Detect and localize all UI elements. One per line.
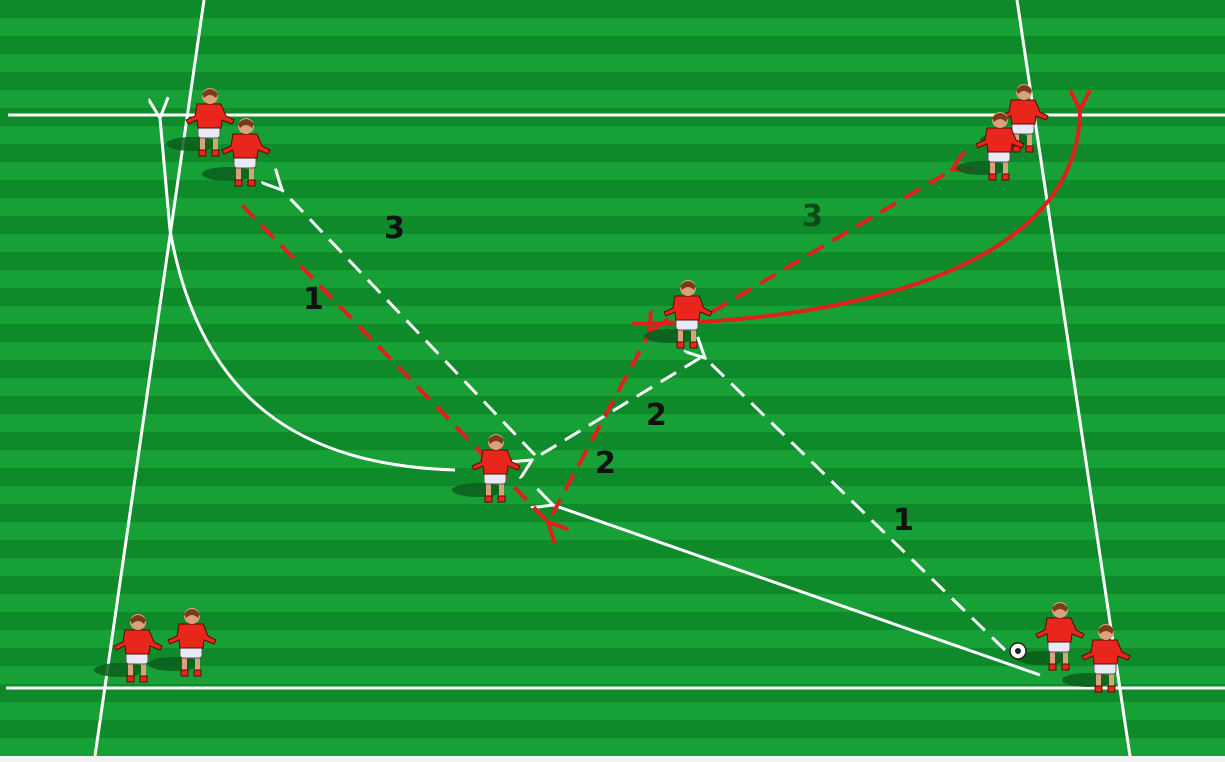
ball-icon [1009, 642, 1027, 660]
pitch-stripe [0, 18, 1225, 36]
pitch-stripe [0, 702, 1225, 720]
label-2-center: 2 [646, 398, 667, 433]
pitch-stripe [0, 594, 1225, 612]
white-pass-dashed-1 [705, 358, 1007, 652]
pitch-stripe [0, 630, 1225, 648]
label-2-mid: 2 [595, 446, 616, 481]
pitch-stripe [0, 522, 1225, 540]
pitch-stripe [0, 234, 1225, 252]
pitch-stripe [0, 306, 1225, 324]
label-3-left: 3 [384, 211, 405, 246]
label-1-right: 1 [893, 503, 914, 538]
white-pass-dashed-3 [282, 190, 537, 457]
pitch-stripe [0, 90, 1225, 108]
red-run-curve-right [631, 110, 1080, 326]
white-pass-dashed-2 [532, 356, 701, 460]
pitch-stripe [0, 378, 1225, 396]
pitch-stripe [0, 126, 1225, 144]
pitch-stripe [0, 558, 1225, 576]
pitch-stripe [0, 198, 1225, 216]
pitch-stripe [0, 486, 1225, 504]
white-movement-arrows [160, 118, 1041, 677]
pitch-stripe [0, 738, 1225, 756]
label-1-left: 1 [303, 282, 324, 317]
pitch-stripes [0, 18, 1225, 756]
pitch-stripe [0, 342, 1225, 360]
pitch-stripe [0, 450, 1225, 468]
left-boundary-line [93, 0, 206, 757]
label-3-right: 3 [802, 199, 823, 234]
white-pass-solid [553, 505, 1041, 677]
pitch-stripe [0, 414, 1225, 432]
pitch-stripe [0, 162, 1225, 180]
pitch-stripe [0, 666, 1225, 684]
red-pass-dashed-3 [710, 170, 952, 314]
white-run-curve-left [160, 118, 456, 472]
pitch-stripe [0, 54, 1225, 72]
red-pass-dashed-2 [550, 332, 650, 516]
